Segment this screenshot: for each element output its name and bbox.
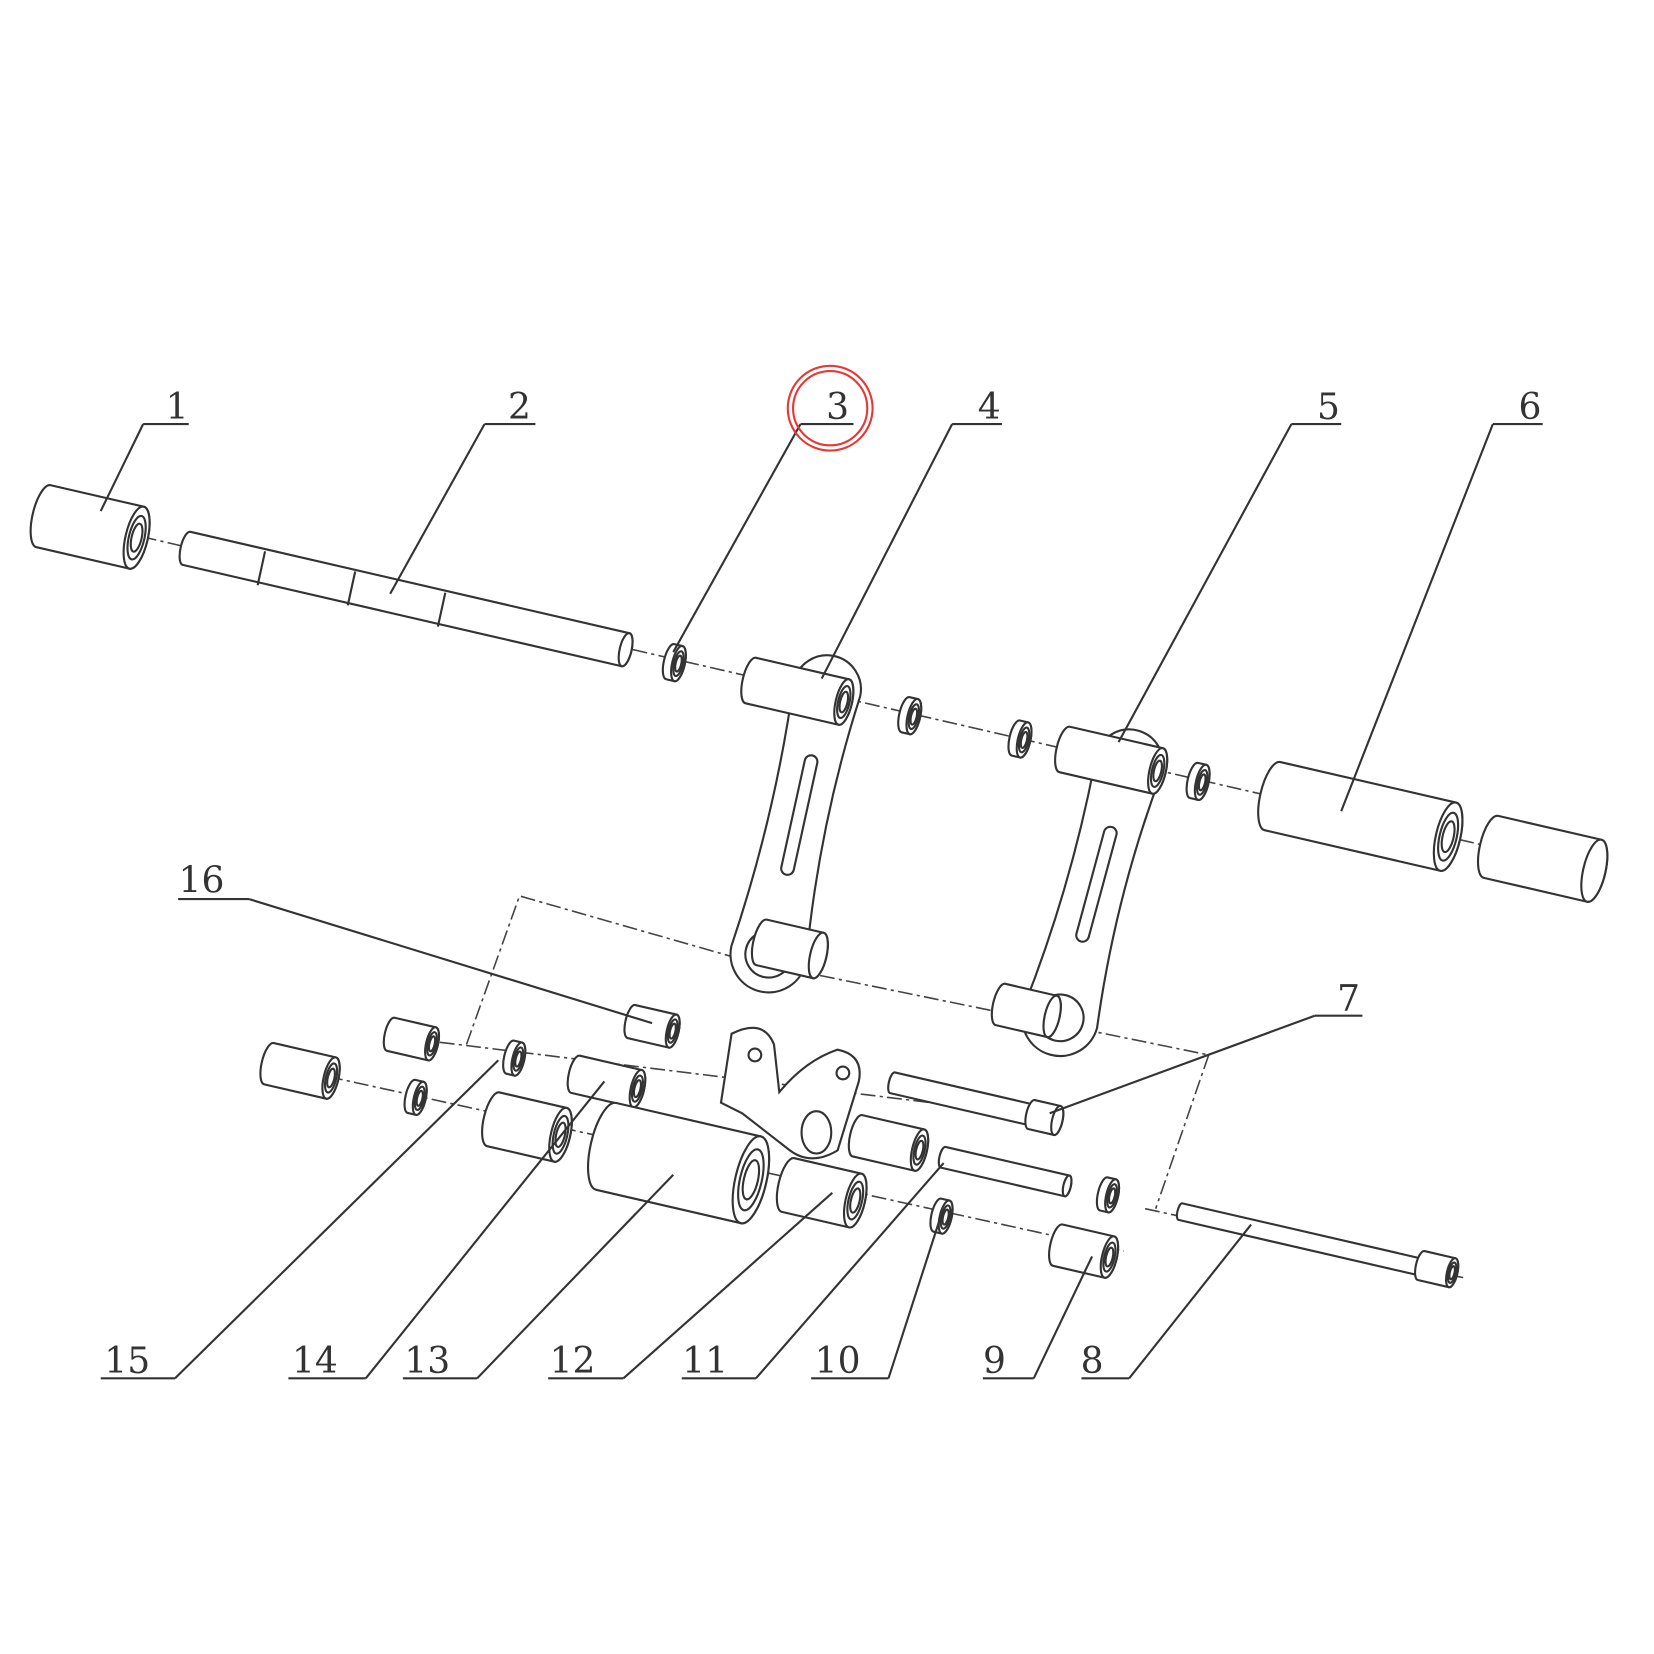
washer	[403, 1078, 428, 1116]
leader-line	[755, 1162, 945, 1380]
callout-label: 11	[682, 1341, 728, 1382]
end-cap	[1476, 814, 1609, 903]
leader-line	[1117, 423, 1293, 743]
callout-13: 13	[402, 1174, 675, 1382]
callout-label: 6	[1518, 387, 1541, 428]
part-1-bushing	[29, 484, 151, 570]
callout-11: 11	[681, 1162, 945, 1382]
part-12-bearing	[775, 1157, 868, 1229]
spacer	[847, 1114, 930, 1172]
callout-label: 7	[1337, 978, 1360, 1019]
center-lines	[89, 524, 1580, 1279]
leader-line	[364, 1080, 606, 1379]
callout-label: 5	[1317, 387, 1340, 428]
callout-3: 3	[672, 387, 854, 653]
callout-label: 4	[978, 387, 1001, 428]
leader-line	[1128, 1223, 1252, 1379]
part-11-pin	[937, 1145, 1073, 1198]
callout-4: 4	[820, 387, 1002, 680]
leader-line	[174, 1059, 500, 1380]
part-14-spacer	[566, 1054, 647, 1109]
callout-label: 10	[815, 1341, 861, 1382]
part-13-bearing	[481, 1091, 573, 1163]
callout-2: 2	[389, 387, 536, 595]
part-16-nut	[623, 1003, 681, 1049]
callout-label: 2	[508, 387, 531, 428]
part-15-washer	[502, 1039, 527, 1077]
part-7-pin	[887, 1071, 1043, 1128]
callout-6: 6	[1340, 387, 1543, 812]
callout-label: 1	[166, 387, 189, 428]
leader-line	[99, 423, 145, 512]
part-2-shaft	[178, 530, 634, 668]
callout-5: 5	[1117, 387, 1342, 743]
nut	[382, 1016, 441, 1062]
lower-pin-boss	[750, 918, 829, 980]
callout-15: 15	[100, 1059, 500, 1382]
lower-pin-boss	[990, 982, 1062, 1039]
callout-12: 12	[548, 1191, 834, 1382]
part-5-bushing	[1054, 725, 1169, 795]
shaft-groove	[436, 592, 447, 627]
bolt-head	[1414, 1250, 1460, 1289]
center-line	[302, 1070, 1125, 1252]
part-15-bushing	[259, 1041, 341, 1100]
leader-line	[1340, 423, 1494, 812]
leader-line	[1032, 1255, 1094, 1379]
callout-7: 7	[1049, 978, 1363, 1115]
leader-line	[887, 1213, 943, 1379]
leader-line	[248, 898, 653, 1025]
parts	[29, 484, 1609, 1289]
part-3-washer	[661, 643, 687, 683]
callout-label: 3	[826, 387, 849, 428]
callout-16: 16	[178, 861, 653, 1025]
shaft-groove	[256, 551, 267, 586]
callout-label: 9	[983, 1341, 1006, 1382]
highlight-circle	[786, 364, 874, 452]
part-6-bushing	[1257, 760, 1464, 872]
part-8-bolt	[1175, 1202, 1454, 1283]
pin-head	[1024, 1099, 1065, 1137]
assembly-boundary	[1154, 1054, 1210, 1209]
callout-9: 9	[982, 1255, 1094, 1382]
callout-label: 15	[104, 1341, 150, 1382]
part-4-bushing	[740, 656, 855, 726]
leader-line	[820, 423, 954, 680]
callout-label: 16	[179, 861, 225, 902]
washer	[1007, 719, 1033, 759]
leader-line	[1049, 1014, 1316, 1115]
callout-1: 1	[99, 387, 189, 512]
rocker-bracket	[719, 1026, 861, 1160]
callout-label: 12	[550, 1341, 596, 1382]
shaft-groove	[346, 571, 357, 606]
callout-label: 14	[292, 1341, 338, 1382]
callout-label: 13	[404, 1341, 450, 1382]
washer	[1185, 761, 1211, 802]
part-9-bushing	[1048, 1223, 1120, 1279]
callout-10: 10	[811, 1213, 943, 1382]
leader-line	[672, 423, 802, 653]
washer	[897, 696, 923, 736]
callout-8: 8	[1081, 1223, 1252, 1382]
callout-14: 14	[288, 1080, 606, 1382]
part-12-body	[586, 1101, 771, 1225]
leader-line	[476, 1174, 675, 1380]
assembly-boundary	[465, 894, 743, 1045]
leader-line	[622, 1191, 834, 1380]
leader-line	[389, 423, 486, 595]
callout-label: 8	[1081, 1341, 1104, 1382]
washer	[1095, 1176, 1121, 1214]
